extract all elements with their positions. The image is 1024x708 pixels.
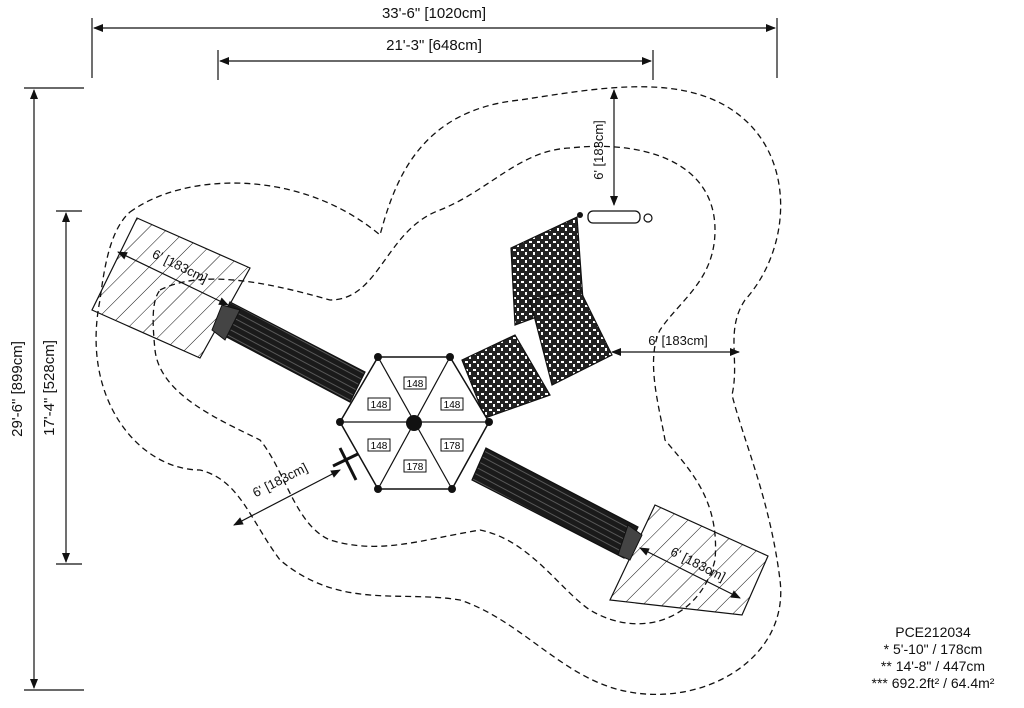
climbing-net-right [529,289,613,386]
deck-label: 178 [444,441,461,452]
spec-block: PCE212034 * 5'-10" / 178cm ** 14'-8" / 4… [848,624,1018,692]
inner-width-label: 21'-3" [648cm] [386,37,482,54]
deck-label: 148 [407,379,424,390]
ground-handle [332,447,363,481]
swing-seat [577,210,653,224]
spec-area: *** 692.2ft² / 64.4m² [871,675,995,691]
spec-use-zone: ** 14'-8" / 447cm [880,658,986,674]
outer-use-zone [95,86,782,695]
swing-clearance-label: 6' [183cm] [591,120,606,180]
spec-fall-height: * 5'-10" / 178cm [883,641,983,657]
deck-label: 148 [371,400,388,411]
deck-label: 148 [444,400,461,411]
central-deck: 148 148 148 148 178 178 [336,353,493,493]
slide-upper-left [211,301,366,403]
climbing-net-lower [461,334,551,419]
slide-lower-right [471,447,643,561]
overall-width-label: 33'-6" [1020cm] [382,5,486,22]
deck-label-bg [403,376,427,390]
left-clearance-label: 6' [183cm] [250,460,310,500]
inner-height-label: 17'-4" [528cm] [41,340,58,436]
slide-bottom-clearance-line [639,547,741,599]
model-number: PCE212034 [895,624,971,640]
left-clearance-line [233,469,341,526]
deck-label: 178 [407,462,424,473]
deck-label: 148 [371,441,388,452]
slide-top-clearance-line [117,251,229,306]
side-clearance-label: 6' [183cm] [648,333,708,348]
overall-height-label: 29'-6" [899cm] [9,341,26,437]
